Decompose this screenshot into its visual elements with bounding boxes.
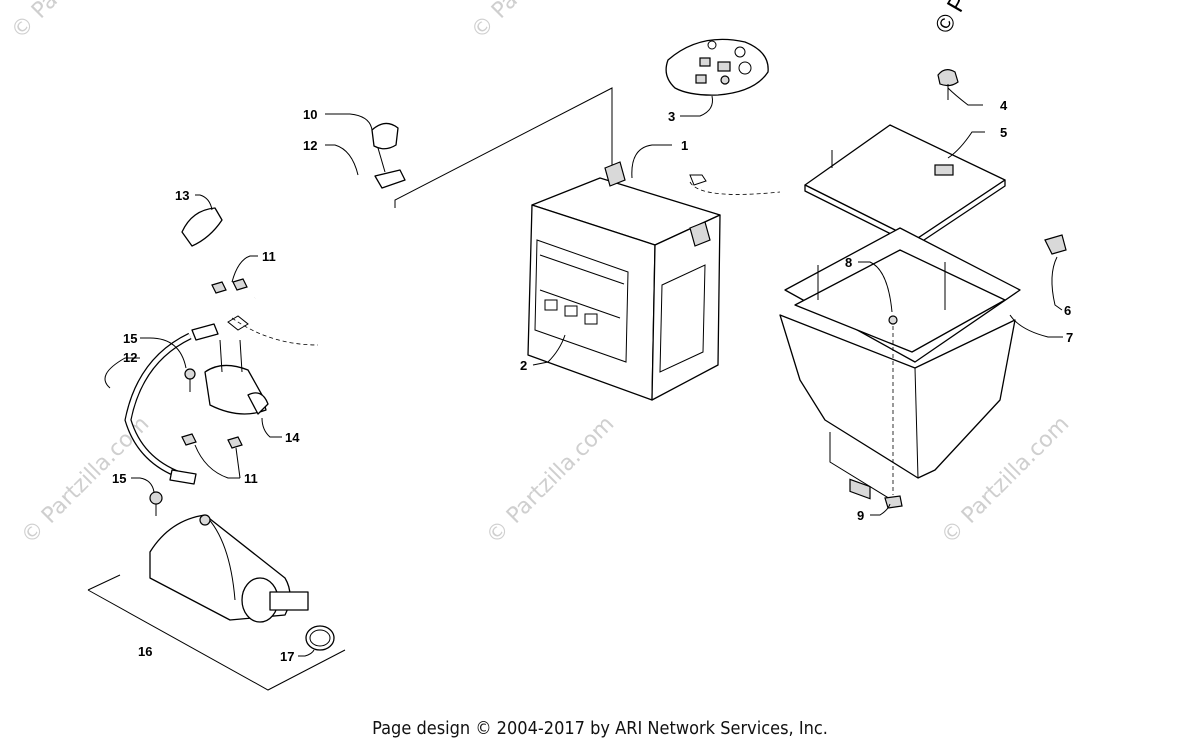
callout-1: 1 <box>681 138 688 153</box>
reference-line <box>394 87 613 208</box>
cable-lug <box>169 469 197 485</box>
cable-path <box>689 181 781 195</box>
watermark: © Partzilla.com <box>467 0 605 44</box>
watermark: © Partzilla.com <box>482 412 620 550</box>
terminal-boot-10[interactable] <box>371 122 399 173</box>
callout-labels: 1 2 3 4 5 6 7 8 9 10 11 11 12 12 13 14 1… <box>112 98 1073 664</box>
washer <box>227 315 249 331</box>
callout-12: 12 <box>303 138 317 153</box>
screw-8[interactable] <box>888 315 898 495</box>
bolt-15[interactable] <box>149 368 196 516</box>
watermark: © Partzilla.com <box>7 0 145 44</box>
clip-nut[interactable] <box>1044 234 1067 255</box>
battery-box[interactable] <box>779 227 1021 506</box>
callout-7: 7 <box>1066 330 1073 345</box>
callout-8: 8 <box>845 255 852 270</box>
callout-12: 12 <box>123 350 137 365</box>
cable-lug <box>191 323 219 341</box>
callout-17: 17 <box>280 649 294 664</box>
hardware-kit-bag[interactable] <box>665 38 769 96</box>
callout-9: 9 <box>857 508 864 523</box>
nut-9[interactable] <box>884 495 903 509</box>
starter-solenoid[interactable] <box>204 339 269 415</box>
callout-10: 10 <box>303 107 317 122</box>
starter-motor[interactable] <box>149 514 309 623</box>
callout-15: 15 <box>123 331 137 346</box>
o-ring-inner <box>309 629 331 647</box>
watermark-corner: © Pa <box>930 0 981 38</box>
terminal-boot-13[interactable] <box>181 207 223 247</box>
dashed-line <box>231 317 319 346</box>
cable-lug <box>374 169 406 189</box>
page-credit: Page design © 2004-2017 by ARI Network S… <box>372 718 828 739</box>
callout-3: 3 <box>668 109 675 124</box>
callout-14: 14 <box>285 430 300 445</box>
leader-lines <box>104 87 1063 657</box>
cable-terminal <box>689 174 707 186</box>
battery[interactable] <box>527 161 721 401</box>
cable-upper-fill <box>253 178 380 300</box>
strap-knob[interactable] <box>937 69 959 100</box>
callout-16: 16 <box>138 644 152 659</box>
bracket-16 <box>87 574 346 691</box>
callout-15: 15 <box>112 471 126 486</box>
nut-11[interactable] <box>181 278 248 449</box>
callout-5: 5 <box>1000 125 1007 140</box>
callout-11: 11 <box>244 471 258 486</box>
callout-11: 11 <box>262 249 276 264</box>
callout-13: 13 <box>175 188 189 203</box>
callout-6: 6 <box>1064 303 1071 318</box>
callout-2: 2 <box>520 358 527 373</box>
callout-4: 4 <box>1000 98 1008 113</box>
cable-lower-fill <box>125 333 191 478</box>
